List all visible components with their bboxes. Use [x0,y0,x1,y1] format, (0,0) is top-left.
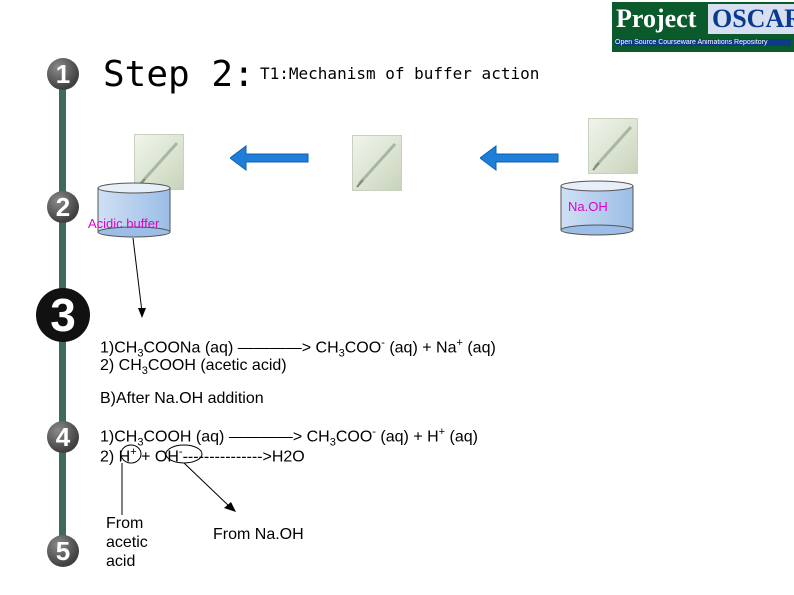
r2l1-a: 1)CH [100,428,138,446]
r1l1-c: COO [344,339,382,357]
r2l1-sup1: - [372,426,376,438]
from-naoh-label: From Na.OH [213,526,304,543]
arrow-left-icon [230,145,309,171]
pipette-middle [352,135,402,191]
r1l2-b: COOH (acetic acid) [147,357,287,374]
r1l1-sub1: 3 [137,347,144,360]
step-2-indicator[interactable]: 2 [47,191,79,223]
r2l1-e: (aq) [445,428,478,446]
r2l2-sup2: - [178,446,183,458]
r1l1-b: COONa (aq) [143,339,238,357]
from-acetic-word3: acid [106,553,136,570]
step-5-indicator[interactable]: 5 [47,535,79,567]
r2l1-b: COOH (aq) [143,428,229,446]
acidic-buffer-beaker-icon [97,182,171,238]
r2l1-c: COO [335,428,373,446]
project-oscar-logo: Project OSCAR Open Source Courseware Ani… [612,2,794,52]
step-1-indicator[interactable]: 1 [47,58,79,90]
r2l2-c: --------------->H2O [182,448,305,466]
r1l1-e: (aq) [462,339,496,357]
naoh-beaker-icon [560,180,634,236]
r2l2-b: + OH [136,448,179,466]
r2l2-sup1: + [130,446,137,458]
r1l1-d: (aq) + Na [384,339,457,357]
r1l1-sub2: 3 [338,347,345,360]
reaction2-line2: 2) H+ + OH---------------->H2O [100,446,305,466]
r2l1-sub2: 3 [329,436,336,449]
reaction2-line1: 1)CH3COOH (aq) ————> CH3COO- (aq) + H+ (… [100,426,478,449]
arrow-right-icon [480,145,559,171]
r2l1-sub1: 3 [137,436,144,449]
logo-word-project: Project [616,4,697,33]
reaction1-line1: 1)CH3COONa (aq) ————> CH3COO- (aq) + Na+… [100,337,496,360]
r1l1-sup2: + [456,337,463,349]
r1l1-a: 1)CH [100,339,138,357]
r1l2-sub1: 3 [141,365,148,378]
logo-word-oscar: OSCAR [708,4,794,34]
page-title: Step 2: [103,54,255,95]
r1l2-a: 2) CH [100,357,142,374]
r2l1-d: (aq) + H [375,428,439,446]
acidic-buffer-label: Acidic buffer [88,216,160,231]
logo-tagline: Open Source Courseware Animations Reposi… [615,39,791,46]
r2l1-arrow: ————> CH [228,428,330,446]
page-subtitle: T1:Mechanism of buffer action [260,64,540,83]
from-acetic-word2: acetic [106,534,148,551]
r1l1-sup1: - [381,337,385,349]
step-3-indicator[interactable]: 3 [36,288,90,342]
r2l1-sup2: + [438,426,446,438]
naoh-label: Na.OH [568,199,608,214]
r1l1-arrow: ————> CH [237,339,339,357]
from-acetic-acid-label: From acetic acid [106,514,148,571]
from-acetic-word1: From [106,515,144,532]
reaction1-line2: 2) CH3COOH (acetic acid) [100,357,287,377]
pipette-left [134,134,184,190]
step-4-indicator[interactable]: 4 [47,421,79,453]
section-b-heading: B)After Na.OH addition [100,390,264,407]
r2l2-a: 2) H [100,448,131,466]
pipette-right [588,118,638,174]
